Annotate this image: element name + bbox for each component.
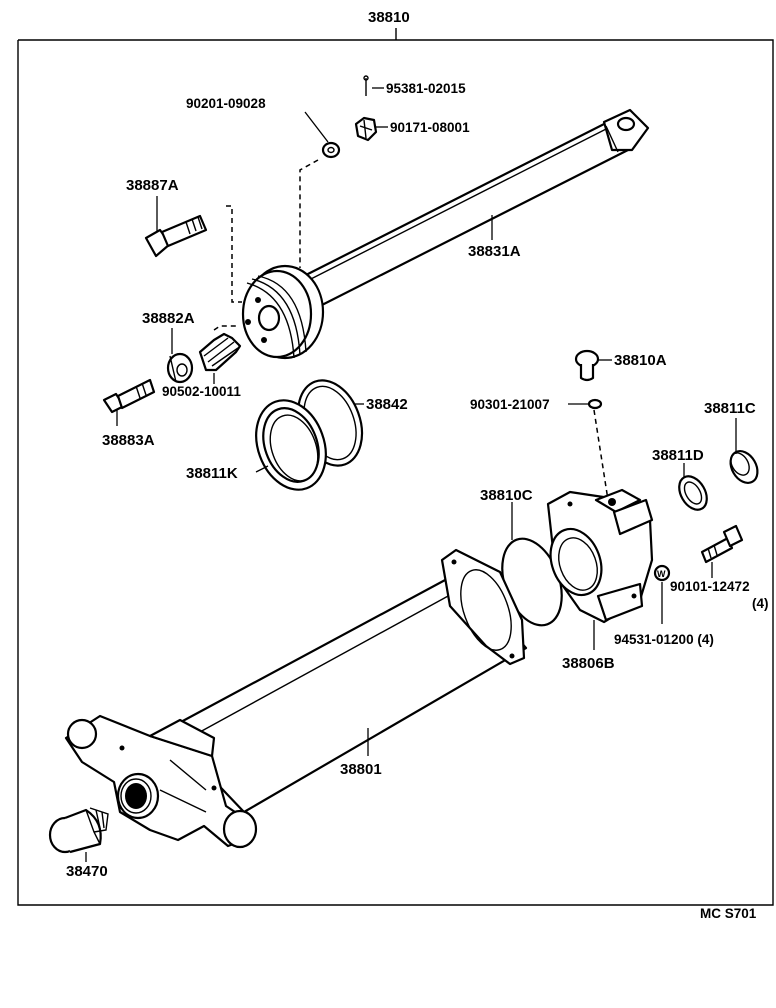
- label-38811D: 38811D: [652, 447, 704, 464]
- label-90502-10011: 90502-10011: [162, 384, 241, 399]
- seal-38811K: [255, 399, 327, 491]
- label-38887A: 38887A: [126, 177, 179, 194]
- bracket-38806B: [546, 488, 654, 624]
- label-90301-21007: 90301-21007: [470, 397, 550, 412]
- label-38810C: 38810C: [480, 487, 533, 504]
- o-ring-90301: [587, 398, 603, 410]
- washer-94531: W: [653, 564, 671, 582]
- label-90101-12472: 90101-12472: [670, 579, 750, 594]
- label-95381-02015: 95381-02015: [386, 81, 466, 96]
- label-38810A: 38810A: [614, 352, 667, 369]
- label-38810: 38810: [368, 9, 410, 26]
- plug-38470: [48, 807, 109, 854]
- assembly-frame: [17, 28, 774, 906]
- bolt-38887A: [144, 214, 208, 258]
- label-38811C: 38811C: [704, 400, 756, 417]
- label-38883A: 38883A: [102, 432, 155, 449]
- label-38470: 38470: [66, 863, 108, 880]
- label-90171-08001: 90171-08001: [390, 120, 470, 135]
- castle-nut-90171: [354, 116, 378, 142]
- grease-fitting-38882A: [166, 352, 194, 384]
- label-38831A: 38831A: [468, 243, 521, 260]
- bolt-38883A: [102, 378, 156, 414]
- washer-90201: [321, 141, 341, 159]
- seal-38811D: [678, 475, 708, 511]
- cylinder-tube-38801: [64, 548, 528, 849]
- label-38806B: 38806B: [562, 655, 615, 672]
- label-90101-quantity: (4): [752, 596, 769, 611]
- label-94531-01200: 94531-01200 (4): [614, 632, 714, 647]
- label-38842: 38842: [366, 396, 408, 413]
- piston-rod-38831A: [241, 108, 650, 360]
- cotter-pin-95381: [363, 75, 369, 96]
- label-38811K: 38811K: [186, 465, 238, 482]
- cap-38810A: [574, 349, 600, 382]
- svg-text:W: W: [657, 569, 666, 579]
- seal-38811C: [729, 450, 759, 484]
- label-38882A: 38882A: [142, 310, 195, 327]
- label-38801: 38801: [340, 761, 382, 778]
- catalog-code: MC S701: [700, 906, 757, 921]
- label-90201-09028: 90201-09028: [186, 96, 266, 111]
- bolt-90101: [700, 524, 744, 564]
- dust-boot-90502: [198, 325, 242, 372]
